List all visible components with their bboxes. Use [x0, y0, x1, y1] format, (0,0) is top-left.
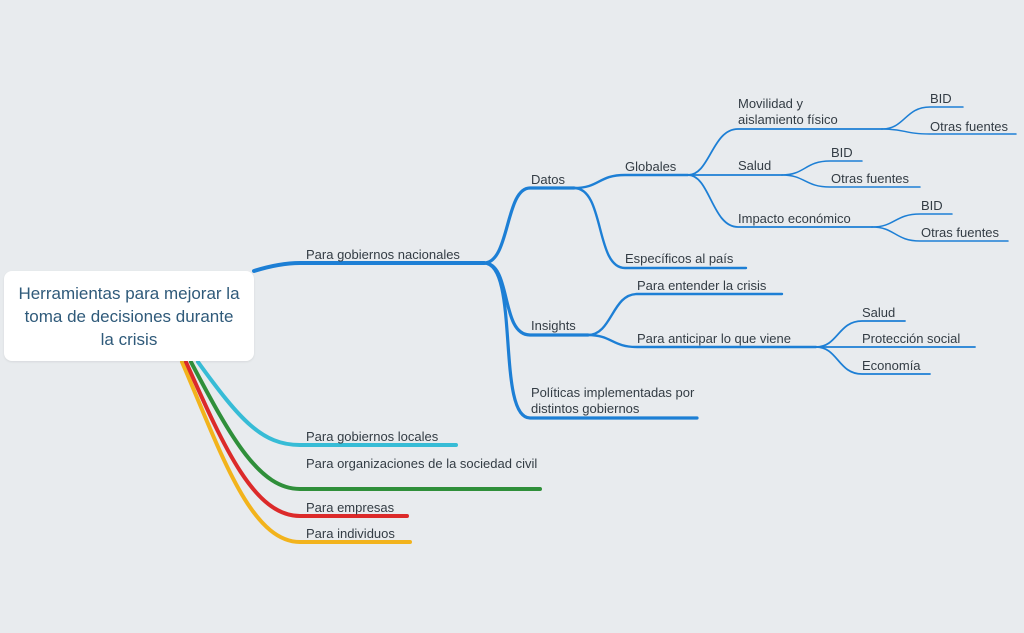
- connector-movilidad-otras: [881, 128, 1017, 135]
- node-organizaciones[interactable]: Para organizaciones de la sociedad civil: [306, 456, 538, 471]
- node-anticipar-proteccion[interactable]: Protección social: [862, 331, 961, 346]
- connector-empresas: [184, 360, 409, 518]
- connector-individuos: [180, 360, 412, 544]
- connector-anticipar-economia: [815, 346, 931, 375]
- connector-politicas: [482, 261, 699, 420]
- connector-organizaciones: [189, 360, 542, 491]
- node-politicas[interactable]: Políticas implementadas por distintos go…: [531, 385, 695, 416]
- root-topic-label: Herramientas para mejorar la toma de dec…: [18, 283, 240, 349]
- node-movilidad-otras[interactable]: Otras fuentes: [930, 119, 1009, 134]
- node-insights[interactable]: Insights: [531, 318, 576, 333]
- node-movilidad[interactable]: Movilidad y aislamiento físico: [738, 96, 838, 127]
- connector-salud-bid: [781, 160, 863, 176]
- connector-globales: [572, 173, 690, 190]
- node-salud[interactable]: Salud: [738, 158, 772, 173]
- node-anticipar[interactable]: Para anticipar lo que viene: [637, 331, 791, 346]
- node-impacto-otras[interactable]: Otras fuentes: [921, 225, 1000, 240]
- node-anticipar-salud[interactable]: Salud: [862, 305, 896, 320]
- connector-datos: [482, 186, 576, 265]
- node-entender[interactable]: Para entender la crisis: [637, 278, 767, 293]
- node-individuos[interactable]: Para individuos: [306, 526, 395, 541]
- connector-especificos: [572, 186, 748, 270]
- node-empresas[interactable]: Para empresas: [306, 500, 395, 515]
- connector-anticipar: [586, 333, 818, 349]
- connector-gobiernos-locales: [196, 360, 458, 447]
- connector-entender: [586, 292, 784, 337]
- connector-impacto: [687, 174, 873, 228]
- node-datos[interactable]: Datos: [531, 172, 565, 187]
- connector-gobiernos-nacionales: [252, 261, 486, 273]
- node-especificos[interactable]: Específicos al país: [625, 251, 734, 266]
- connector-movilidad: [687, 128, 883, 176]
- connector-movilidad-bid: [881, 106, 964, 130]
- connector-salud-otras: [781, 174, 921, 188]
- node-anticipar-economia[interactable]: Economía: [862, 358, 921, 373]
- connector-impacto-bid: [871, 213, 953, 228]
- node-impacto[interactable]: Impacto económico: [738, 211, 851, 226]
- node-movilidad-bid[interactable]: BID: [930, 91, 952, 106]
- node-gobiernos-locales[interactable]: Para gobiernos locales: [306, 429, 439, 444]
- node-gobiernos-nacionales[interactable]: Para gobiernos nacionales: [306, 247, 460, 262]
- node-salud-otras[interactable]: Otras fuentes: [831, 171, 910, 186]
- node-salud-bid[interactable]: BID: [831, 145, 853, 160]
- connector-impacto-otras: [871, 226, 1009, 242]
- node-globales[interactable]: Globales: [625, 159, 677, 174]
- root-topic[interactable]: Herramientas para mejorar la toma de dec…: [4, 271, 254, 361]
- node-impacto-bid[interactable]: BID: [921, 198, 943, 213]
